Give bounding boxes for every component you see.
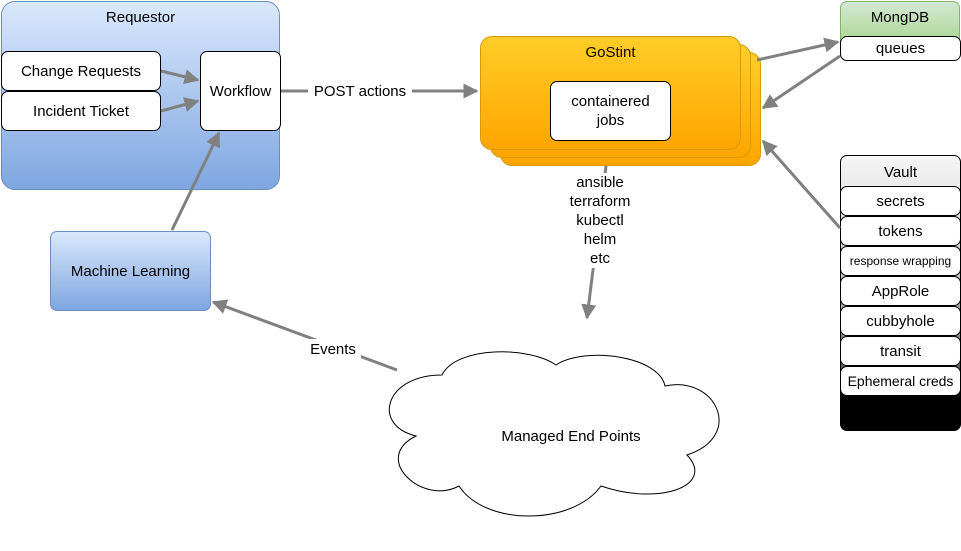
incident-ticket-box: Incident Ticket — [1, 91, 161, 131]
gostint-title: GoStint — [585, 43, 636, 61]
mongodb-title: MongDB — [870, 8, 930, 26]
requestor-title: Requestor — [105, 8, 176, 26]
change-requests-box: Change Requests — [1, 51, 161, 91]
arrow-change-requests-to-workflow — [160, 69, 200, 85]
vault-title: Vault — [883, 163, 918, 181]
tool-list: ansible terraform kubectl helm etc — [555, 173, 645, 268]
vault-item-ephemeral-creds: Ephemeral creds — [840, 366, 961, 396]
workflow-box: Workflow — [200, 51, 281, 131]
containered-jobs-box: containered jobs — [550, 81, 671, 141]
tool-helm: helm — [583, 231, 617, 248]
arrow-vault-to-gostint — [761, 139, 842, 229]
arrow-gostint-to-mongodb — [756, 37, 840, 62]
post-actions-label: POST actions — [308, 81, 412, 101]
tool-terraform: terraform — [569, 193, 631, 210]
vault-item-transit: transit — [840, 336, 961, 366]
vault-item-response-wrapping: response wrapping — [840, 246, 961, 276]
vault-item-approle: AppRole — [840, 276, 961, 306]
managed-endpoints-label: Managed End Points — [501, 427, 641, 445]
queues-box: queues — [840, 36, 961, 61]
machine-learning-box: Machine Learning — [50, 231, 211, 311]
tool-kubectl: kubectl — [576, 212, 624, 229]
arrow-endpoints-to-ml — [211, 299, 398, 372]
events-label: Events — [305, 339, 361, 359]
arrow-ml-to-workflow — [170, 131, 221, 231]
managed-endpoints-cloud — [388, 351, 720, 517]
vault-item-tokens: tokens — [840, 216, 961, 246]
arrow-mongodb-to-gostint — [761, 54, 841, 110]
vault-item-secrets: secrets — [840, 186, 961, 216]
tool-etc: etc — [589, 250, 610, 267]
tool-ansible: ansible — [576, 174, 624, 191]
vault-item-cubbyhole: cubbyhole — [840, 306, 961, 336]
arrow-incident-to-workflow — [160, 97, 200, 113]
